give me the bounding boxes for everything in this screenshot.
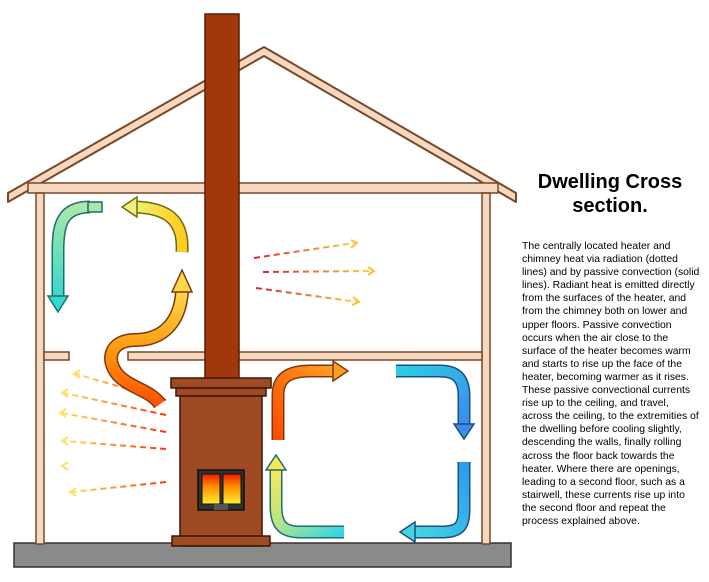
ground-slab [13,542,512,568]
chimney [204,13,240,381]
diagram-description: The centrally located heater and chimney… [522,241,700,527]
right-wall [481,192,491,545]
ceiling-beam [27,182,499,194]
convection-arrow-floor-return [264,453,344,539]
radiant-lines-upper [253,239,376,306]
upper-floor-left [43,351,70,361]
heater [170,377,272,547]
convection-arrow-heater-rise [271,359,350,440]
roof [7,46,517,203]
convection-arrow-upper-left [46,200,103,314]
left-wall [35,192,45,545]
convection-arrow-ceiling-right [396,364,476,441]
convection-arrow-wall-descend [398,462,471,544]
convection-arrow-stairwell [104,268,194,409]
upper-floor-right [127,351,483,361]
diagram-title: Dwelling Cross section. [537,171,683,217]
convection-arrow-upper-right [120,195,189,253]
firebox-door [197,469,245,511]
